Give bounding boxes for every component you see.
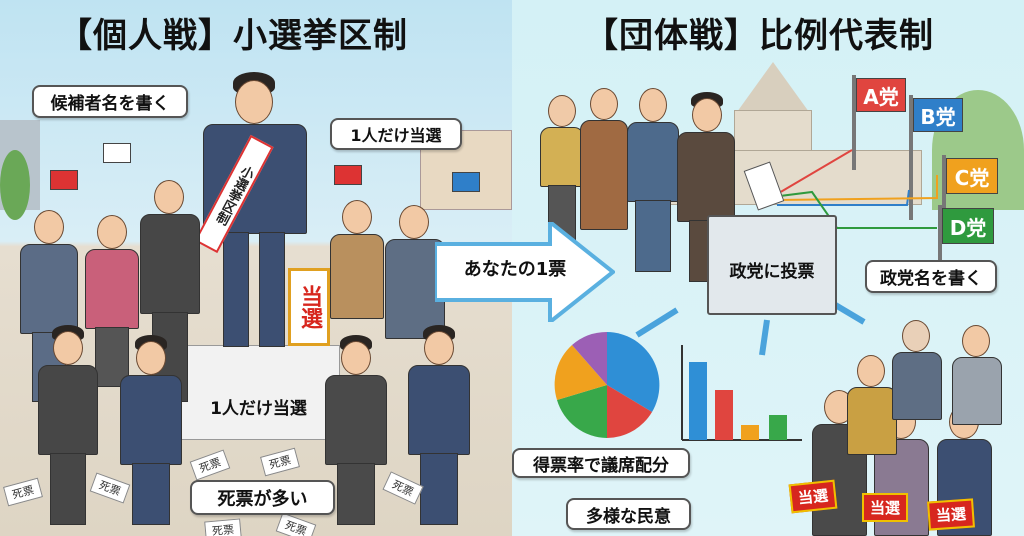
proportional-representation-panel: 【団体戦】比例代表制 A党 B党 C党 D党 xyxy=(512,0,1024,536)
pie-chart xyxy=(554,331,660,438)
winner-sign: 当選 xyxy=(927,498,975,531)
diverse-opinion-bubble: 多様な民意 xyxy=(566,498,691,530)
winner-sign: 当選 xyxy=(788,479,838,514)
flag-pole xyxy=(938,205,942,260)
pie-slice-orange xyxy=(554,345,607,400)
many-dead-votes-bubble: 死票が多い xyxy=(190,480,335,515)
voter-casting-ballot xyxy=(677,92,735,287)
dead-ballot: 死票 xyxy=(275,512,317,536)
tree xyxy=(0,150,30,220)
winner-sign: 当選 xyxy=(862,493,909,522)
flag-pole xyxy=(942,155,946,215)
losing-candidate xyxy=(38,325,98,530)
pie-slice-purple xyxy=(572,331,607,385)
right-title: 【団体戦】比例代表制 xyxy=(584,16,934,56)
dead-ballot: 死票 xyxy=(189,449,231,481)
blue-flag xyxy=(452,172,480,192)
winner-sign: 当選 xyxy=(288,268,330,346)
arrow-to-bars xyxy=(759,319,770,356)
dead-ballot: 死票 xyxy=(204,518,242,536)
elected-member xyxy=(952,325,1002,425)
party-b-flag: B党 xyxy=(913,98,963,132)
flag-pole xyxy=(909,95,913,220)
podium-text: 1人だけ当選 xyxy=(210,399,307,419)
bar-blue xyxy=(689,362,707,440)
pie-slice-red xyxy=(607,385,652,438)
red-flag xyxy=(50,170,78,190)
your-vote-label: あなたの1票 xyxy=(463,259,567,280)
elected-member xyxy=(847,355,897,455)
white-flag xyxy=(103,143,131,163)
ballot-box-text: 政党に投票 xyxy=(729,262,815,282)
connection-lines xyxy=(635,149,938,356)
supporter xyxy=(330,200,385,400)
arrow-to-pie xyxy=(635,307,679,338)
supporter xyxy=(85,215,140,405)
bar-orange xyxy=(741,425,759,440)
dead-ballot: 死票 xyxy=(3,477,43,507)
flag-pole xyxy=(852,75,856,170)
dead-ballot: 死票 xyxy=(260,447,300,477)
ballot-box: 政党に投票 xyxy=(707,215,837,315)
write-party-name-bubble: 政党名を書く xyxy=(865,260,997,293)
voter xyxy=(580,88,628,273)
party-d-flag: D党 xyxy=(942,208,994,244)
one-winner-bubble: 1人だけ当選 xyxy=(330,118,462,150)
bar-green xyxy=(769,415,787,440)
voter xyxy=(627,88,679,278)
pie-slice-blue xyxy=(607,332,660,412)
your-vote-arrow xyxy=(435,222,615,322)
podium: 1人だけ当選 xyxy=(175,345,340,440)
party-c-flag: C党 xyxy=(946,158,998,194)
losing-candidate xyxy=(408,325,470,530)
losing-candidate xyxy=(120,335,182,530)
party-a-flag: A党 xyxy=(856,78,906,112)
write-candidate-name-bubble: 候補者名を書く xyxy=(32,85,188,118)
pie-slice-green xyxy=(557,385,607,438)
bar-chart xyxy=(681,345,802,441)
red-flag xyxy=(334,165,362,185)
winning-candidate: 小選挙区制 xyxy=(194,72,315,352)
bar-red xyxy=(715,390,733,440)
seat-allocation-bubble: 得票率で議席配分 xyxy=(512,448,690,478)
elected-member xyxy=(892,320,942,420)
left-title: 【個人戦】小選挙区制 xyxy=(58,16,408,56)
losing-candidate xyxy=(325,335,387,530)
